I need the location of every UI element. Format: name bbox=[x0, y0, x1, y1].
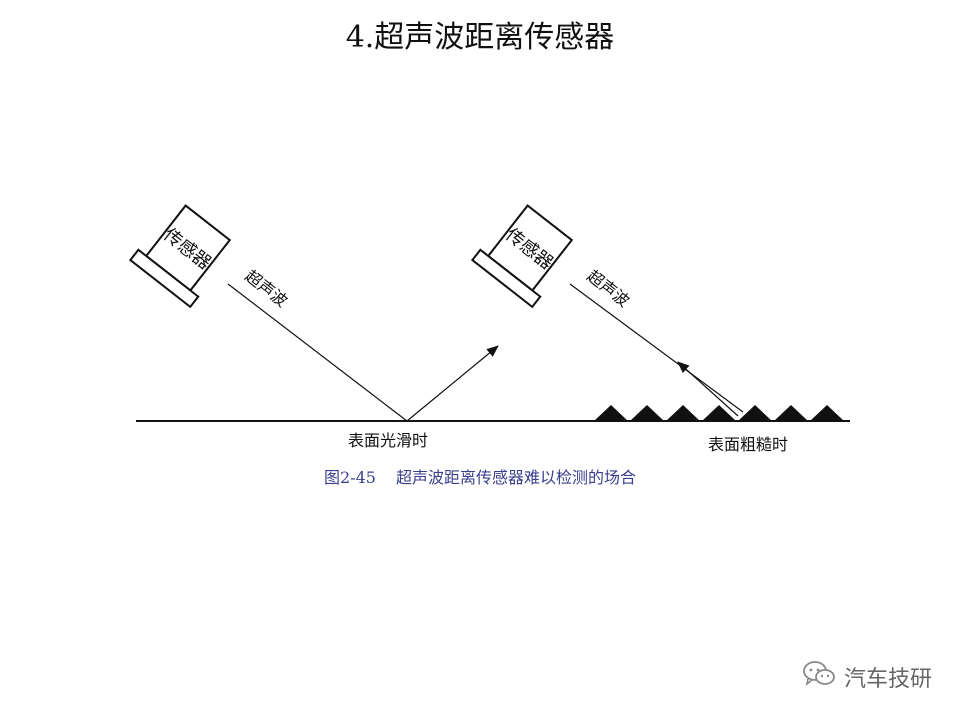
watermark: 汽车技研 bbox=[802, 660, 932, 694]
rough-bump bbox=[774, 405, 808, 421]
left-surface-label: 表面光滑时 bbox=[348, 431, 428, 450]
page-title: 4.超声波距离传感器 bbox=[345, 20, 615, 55]
caption-text: 超声波距离传感器难以检测的场合 bbox=[395, 468, 636, 487]
rough-bump bbox=[702, 405, 736, 421]
figure-number: 图2-45 bbox=[324, 468, 376, 487]
left-incident-wave bbox=[227, 283, 408, 422]
figure-caption: 图2-45 超声波距离传感器难以检测的场合 bbox=[0, 464, 960, 488]
left-sensor: 传感器 bbox=[128, 204, 232, 309]
right-scattered-wave bbox=[677, 361, 739, 417]
wechat-icon bbox=[802, 660, 836, 694]
left-wave-label: 超声波 bbox=[242, 266, 292, 311]
rough-bump bbox=[666, 405, 700, 421]
right-surface-label: 表面粗糙时 bbox=[708, 435, 788, 454]
right-sensor: 传感器 bbox=[470, 204, 574, 309]
watermark-text: 汽车技研 bbox=[843, 667, 932, 692]
rough-bump bbox=[630, 405, 664, 421]
right-wave-label: 超声波 bbox=[584, 266, 634, 311]
right-incident-wave bbox=[569, 283, 744, 413]
left-reflected-wave bbox=[406, 345, 499, 422]
rough-bump bbox=[738, 405, 772, 421]
rough-bump bbox=[594, 405, 628, 421]
rough-bump bbox=[810, 405, 844, 421]
rough-surface bbox=[594, 405, 844, 421]
